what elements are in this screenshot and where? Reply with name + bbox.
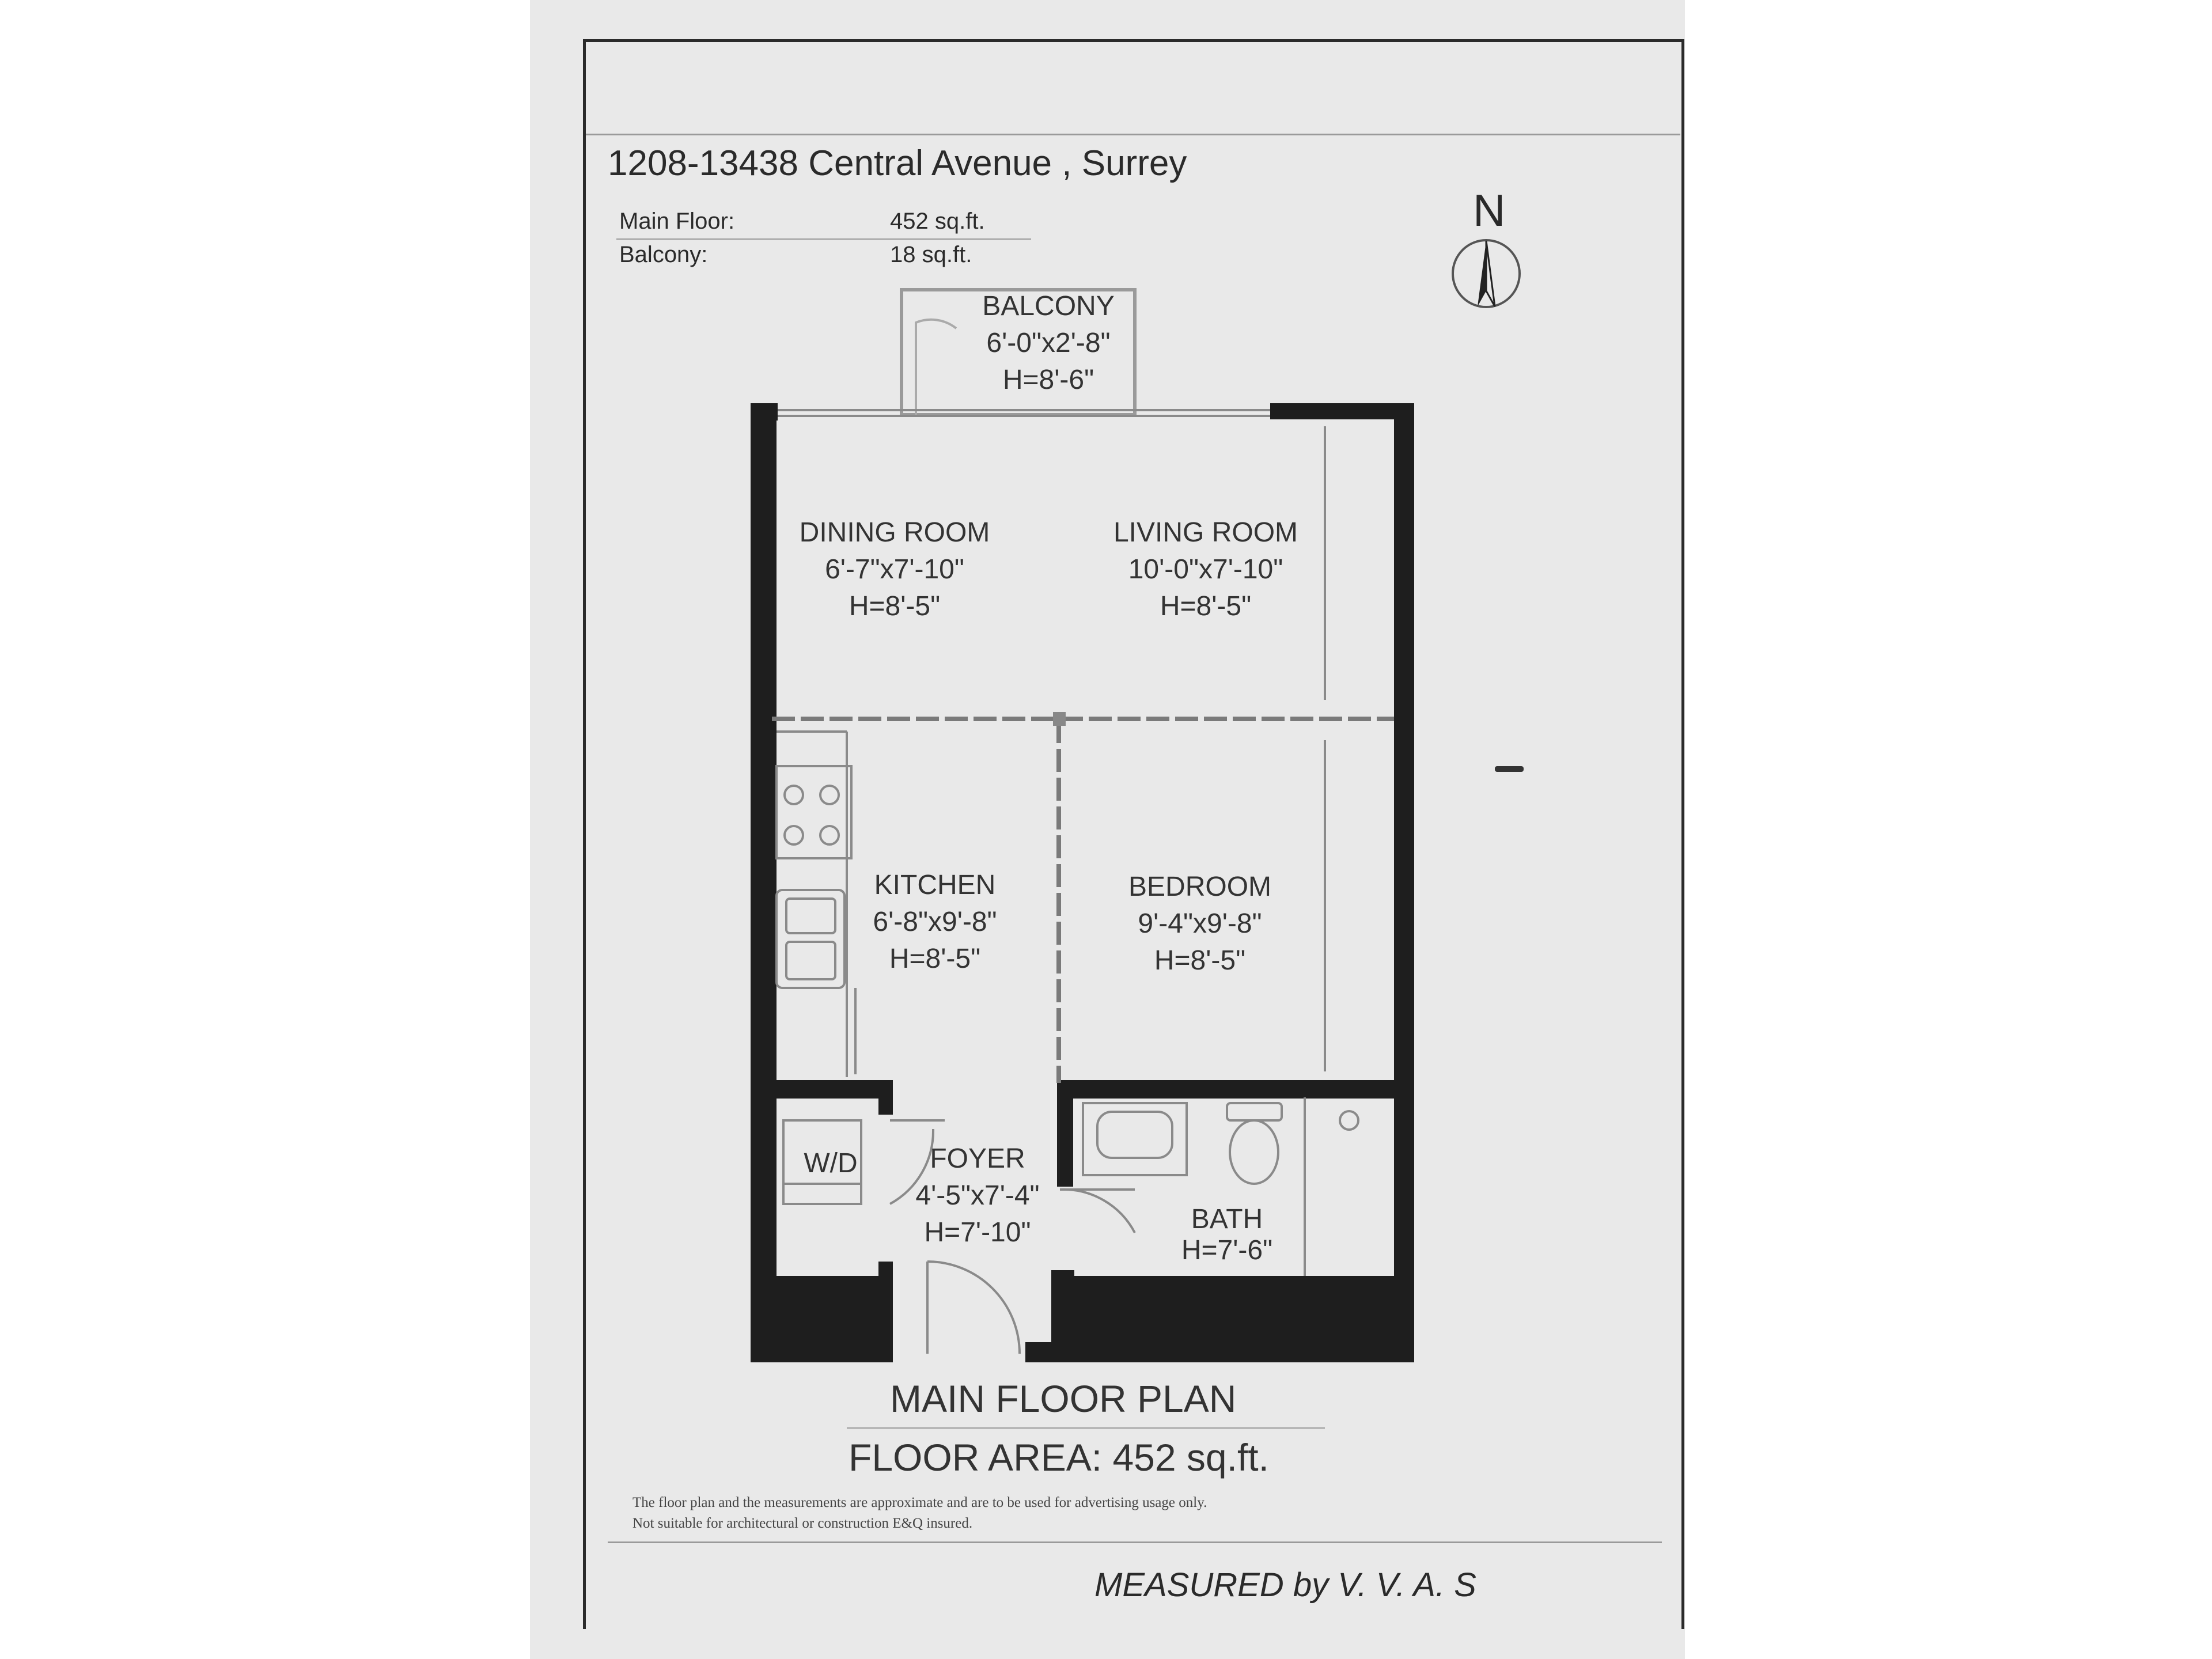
balcony-area-value: 18 sq.ft.	[890, 242, 972, 267]
plan-title: MAIN FLOOR PLAN	[890, 1377, 1237, 1420]
interior-partitions	[772, 717, 1394, 1083]
plan-title-rule	[847, 1427, 1325, 1429]
main-floor-value: 452 sq.ft.	[890, 209, 985, 234]
room-kitchen-name: KITCHEN	[874, 870, 996, 900]
footer-rule	[608, 1541, 1662, 1543]
balcony-area-label: Balcony:	[619, 242, 708, 267]
room-foyer-height: H=7'-10"	[924, 1217, 1031, 1248]
room-living: LIVING ROOM 10'-0"x7'-10" H=8'-5"	[1113, 514, 1298, 625]
room-kitchen: KITCHEN 6'-8"x9'-8" H=8'-5"	[873, 867, 997, 978]
header-rule	[586, 134, 1680, 135]
room-balcony-name: BALCONY	[982, 291, 1115, 321]
margin-mark	[1495, 766, 1524, 772]
room-wd-name: W/D	[804, 1148, 858, 1179]
washer-dryer	[782, 1119, 862, 1205]
room-bedroom-size: 9'-4"x9'-8"	[1138, 908, 1262, 939]
room-dining-size: 6'-7"x7'-10"	[825, 554, 964, 585]
drawing-frame	[583, 39, 1684, 1629]
room-dining-height: H=8'-5"	[849, 591, 941, 622]
paper-background	[530, 0, 1685, 1659]
room-kitchen-height: H=8'-5"	[889, 944, 981, 974]
room-foyer: FOYER 4'-5"x7'-4" H=7'-10"	[915, 1141, 1039, 1251]
room-balcony-height: H=8'-6"	[1002, 365, 1094, 395]
kitchen-counter	[775, 730, 857, 1077]
room-foyer-size: 4'-5"x7'-4"	[915, 1180, 1040, 1211]
north-label: N	[1473, 185, 1506, 236]
north-compass: N	[1449, 184, 1524, 311]
room-bath: BATH H=7'-6"	[1181, 1204, 1272, 1266]
foyer-doors	[889, 1119, 1136, 1354]
north-arrow-icon	[1452, 239, 1521, 308]
window-lines	[778, 409, 1326, 1071]
room-foyer-name: FOYER	[930, 1143, 1025, 1174]
room-living-height: H=8'-5"	[1160, 591, 1252, 622]
room-bedroom-height: H=8'-5"	[1154, 945, 1246, 976]
room-living-size: 10'-0"x7'-10"	[1128, 554, 1283, 585]
room-bath-height: H=7'-6"	[1181, 1235, 1273, 1266]
main-floor-label: Main Floor:	[619, 209, 735, 234]
room-bedroom-name: BEDROOM	[1128, 872, 1272, 902]
walls	[751, 403, 1414, 1362]
main-floor-rule	[616, 238, 1031, 240]
measured-by: MEASURED by V. V. A. S	[1094, 1566, 1476, 1604]
room-bath-name: BATH	[1191, 1204, 1263, 1234]
room-living-name: LIVING ROOM	[1113, 517, 1298, 548]
room-wd: W/D	[804, 1145, 857, 1182]
disclaimer-line-2: Not suitable for architectural or constr…	[632, 1516, 973, 1531]
disclaimer-line-1: The floor plan and the measurements are …	[632, 1495, 1207, 1510]
room-balcony: BALCONY 6'-0"x2'-8" H=8'-6"	[982, 288, 1114, 399]
room-balcony-size: 6'-0"x2'-8"	[986, 328, 1111, 358]
bathroom-fixtures	[1082, 1097, 1359, 1276]
property-address: 1208-13438 Central Avenue , Surrey	[608, 143, 1187, 183]
floor-area: FLOOR AREA: 452 sq.ft.	[849, 1436, 1269, 1479]
room-kitchen-size: 6'-8"x9'-8"	[873, 907, 997, 937]
room-dining-name: DINING ROOM	[799, 517, 990, 548]
room-dining: DINING ROOM 6'-7"x7'-10" H=8'-5"	[800, 514, 990, 625]
partition-post	[1053, 712, 1066, 726]
room-bedroom: BEDROOM 9'-4"x9'-8" H=8'-5"	[1128, 869, 1271, 979]
